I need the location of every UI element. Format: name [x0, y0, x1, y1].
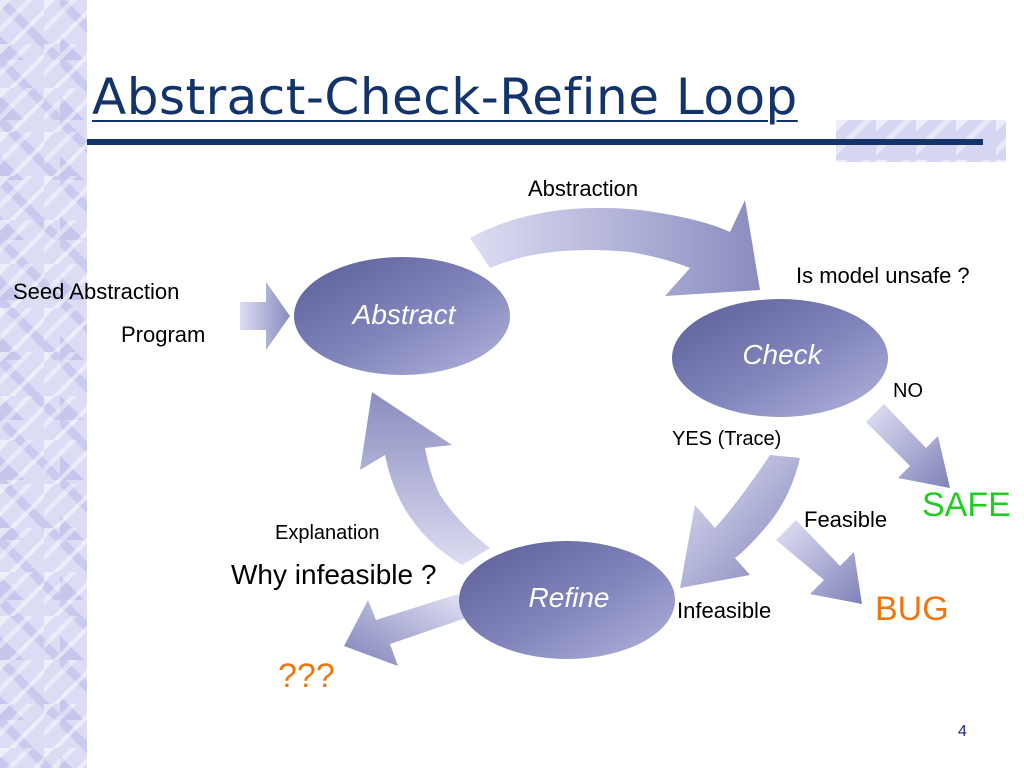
feasible-label: Feasible	[804, 507, 888, 532]
program-label: Program	[121, 322, 206, 347]
refine-node-shape	[459, 541, 675, 659]
seed-abstraction-label: Seed Abstraction	[13, 279, 180, 304]
decorative-side-strip	[0, 0, 87, 768]
safe-outcome: SAFE	[922, 486, 1011, 524]
explanation-arrow	[360, 392, 490, 565]
abstract-node-label: Abstract	[352, 299, 456, 330]
bug-outcome: BUG	[875, 590, 949, 628]
safe-arrow	[866, 404, 950, 488]
check-node-label: Check	[742, 339, 822, 370]
abstraction-arrow	[470, 200, 760, 296]
why-infeasible-label: Why infeasible ?	[231, 559, 437, 590]
refine-node-label: Refine	[528, 582, 610, 613]
yes-trace-arrow	[680, 455, 800, 588]
infeasible-label: Infeasible	[677, 598, 772, 623]
abstraction-label: Abstraction	[528, 176, 639, 201]
bug-arrow	[776, 520, 862, 604]
no-label: NO	[893, 380, 923, 402]
title-rule	[87, 139, 983, 145]
seed-arrow	[240, 282, 290, 350]
abstract-node-shape	[294, 257, 510, 375]
is-model-unsafe-label: Is model unsafe ?	[796, 263, 970, 288]
unknown-outcome: ???	[278, 657, 335, 695]
page-number: 4	[958, 723, 967, 740]
explanation-label: Explanation	[275, 522, 380, 544]
slide-title: Abstract-Check-Refine Loop	[92, 68, 798, 126]
yes-trace-label: YES (Trace)	[672, 428, 782, 450]
check-node-shape	[672, 299, 888, 417]
unknown-arrow	[344, 594, 466, 666]
